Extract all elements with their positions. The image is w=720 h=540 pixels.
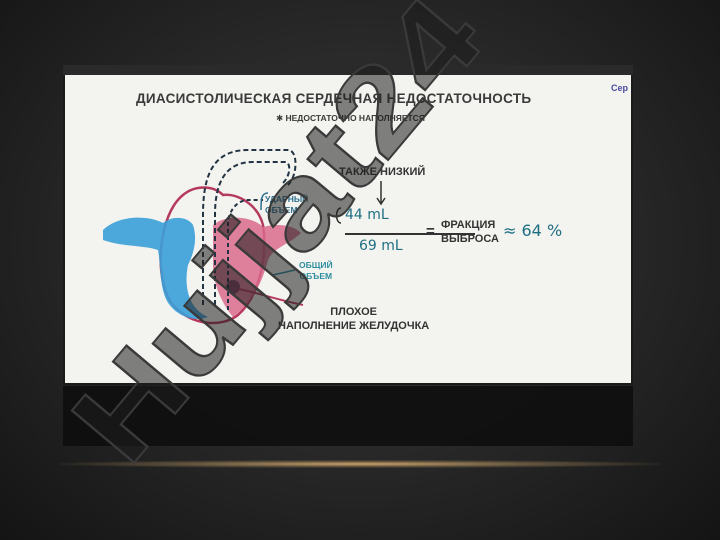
corner-text: Сер bbox=[611, 83, 629, 93]
poor-fill-line1: ПЛОХОЕ bbox=[330, 306, 377, 318]
ef-line1: ФРАКЦИЯ bbox=[441, 219, 496, 231]
blue-atrium bbox=[103, 217, 208, 320]
ef-line2: ВЫБРОСА bbox=[441, 233, 499, 245]
ejection-fraction-result: ≈ 64 % bbox=[503, 221, 563, 240]
num-bracket bbox=[335, 207, 342, 224]
stroke-volume-line1: УДАРНЫЙ bbox=[265, 194, 309, 204]
also-low-label: ТАКЖЕ НИЗКИЙ bbox=[339, 166, 426, 178]
dashed-inner bbox=[227, 199, 263, 310]
slide-title: ДИАСИСТОЛИЧЕСКАЯ СЕРДЕЧНАЯ НЕДОСТАТОЧНОС… bbox=[136, 91, 532, 106]
total-arrow bbox=[272, 269, 296, 276]
total-volume-value: 69 mL bbox=[359, 238, 403, 254]
poor-fill-label: ПЛОХОЕ НАПОЛНЕНИЕ ЖЕЛУДОЧКА bbox=[278, 305, 429, 333]
stroke-brace bbox=[260, 192, 269, 211]
fraction-line bbox=[345, 233, 475, 235]
total-volume-line1: ОБЩИЙ bbox=[299, 260, 333, 270]
heart-diagram bbox=[103, 149, 386, 325]
stroke-volume-label: УДАРНЫЙ ОБЪЕМ bbox=[265, 194, 308, 216]
bottom-glow-line bbox=[60, 460, 660, 468]
dashed-outflow-2 bbox=[214, 161, 291, 305]
screen-bottom-bezel bbox=[63, 386, 633, 446]
stroke-volume-value: 44 mL bbox=[345, 207, 389, 223]
slide-subtitle: ✱ НЕДОСТАТОЧНО НАПОЛНЯЕТСЯ bbox=[276, 113, 425, 123]
stroke-volume-line2: ОБЪЕМ bbox=[265, 205, 298, 215]
screen-top-bar bbox=[63, 65, 633, 75]
dashed-outflow-1 bbox=[202, 149, 297, 305]
ventricle-spot bbox=[226, 280, 240, 294]
equals-sign: = bbox=[426, 223, 435, 240]
poor-fill-arrow bbox=[238, 288, 304, 306]
total-volume-label: ОБЩИЙ ОБЪЕМ bbox=[299, 260, 333, 282]
total-volume-line2: ОБЪЕМ bbox=[299, 271, 333, 281]
poor-fill-line2: НАПОЛНЕНИЕ ЖЕЛУДОЧКА bbox=[278, 320, 430, 332]
ejection-fraction-label: ФРАКЦИЯ ВЫБРОСА bbox=[441, 218, 499, 246]
slide-screen: ДИАСИСТОЛИЧЕСКАЯ СЕРДЕЧНАЯ НЕДОСТАТОЧНОС… bbox=[63, 65, 633, 385]
